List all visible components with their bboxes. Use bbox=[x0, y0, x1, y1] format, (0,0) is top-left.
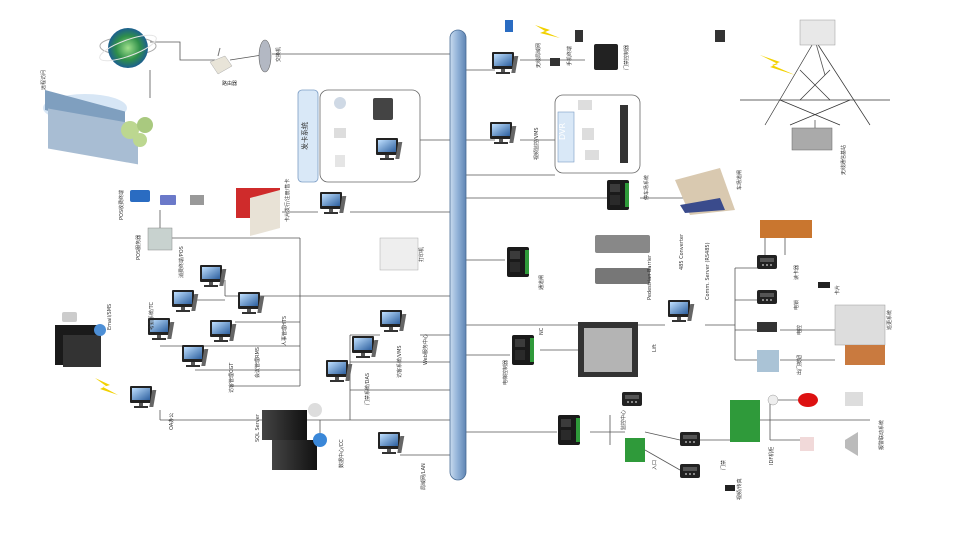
label-lan: 局域网/LAN bbox=[421, 463, 427, 490]
network-bus bbox=[449, 29, 467, 481]
label-video-sys: 视频监控/VMS bbox=[534, 127, 540, 160]
pos-terminal-icon bbox=[130, 190, 150, 202]
label-sql: SQL Server bbox=[255, 414, 261, 442]
globe-icon bbox=[99, 28, 157, 68]
label-oa: OA办公 bbox=[169, 412, 175, 430]
label-pos-terminal: POS收费终端 bbox=[119, 189, 125, 220]
label-lock: 电锁 bbox=[794, 299, 800, 310]
label-router: 路由器 bbox=[222, 81, 238, 87]
label-ems: Email/SMS bbox=[107, 303, 113, 330]
printer-icon bbox=[379, 237, 419, 271]
label-attendance: 考勤系统/TC bbox=[149, 302, 155, 330]
label-entry: 入口 bbox=[652, 459, 658, 470]
turnstile-icon bbox=[595, 235, 650, 253]
card-printer-icon bbox=[236, 188, 280, 237]
label-printer: 打印机 bbox=[419, 246, 425, 262]
label-dvr: DVR bbox=[558, 122, 567, 140]
label-consume-pos: 消费终端/POS bbox=[179, 246, 185, 278]
fax-icon bbox=[799, 19, 836, 46]
label-access-ctrl: 门禁控制器 bbox=[624, 44, 630, 70]
label-remote: 远程访问 bbox=[41, 69, 47, 90]
label-lift: Lift bbox=[652, 344, 658, 352]
label-pedestrian: Pedestrian Barrier bbox=[647, 254, 653, 300]
label-hts: 人事管理HTS bbox=[282, 316, 288, 346]
label-rs485: 485 Converter bbox=[679, 233, 685, 270]
speaker-icon bbox=[845, 432, 858, 456]
label-pos-server: POS服务器 bbox=[136, 234, 142, 260]
label-nc: NC bbox=[539, 327, 545, 335]
label-monitor: 监控中心 bbox=[621, 409, 627, 430]
label-wlan: 无线局域网 bbox=[536, 42, 542, 68]
label-front-system: 发卡系统 bbox=[301, 122, 309, 150]
label-electric: 电控 bbox=[797, 324, 803, 335]
mobile-phone-icon bbox=[715, 30, 725, 42]
city-buildings-icon bbox=[43, 90, 153, 165]
router-icon bbox=[209, 47, 233, 75]
label-data-center: 数据中心/CC bbox=[339, 439, 345, 468]
label-turnstile: 通道闸 bbox=[539, 274, 545, 290]
label-tower: 无线通信基站 bbox=[841, 144, 847, 175]
label-web: Web服务中心 bbox=[423, 334, 429, 365]
card-printer-right-icon bbox=[834, 304, 886, 346]
label-parking: 停车场系统 bbox=[644, 174, 650, 200]
label-cgt: 访客管理CGT bbox=[229, 362, 235, 393]
label-patrol: 巡更系统 bbox=[887, 309, 893, 330]
sql-server-icon bbox=[262, 403, 327, 470]
label-switch: 交换机 bbox=[276, 46, 282, 62]
label-alarm: 报警联动系统 bbox=[879, 419, 885, 450]
pos-server-icon bbox=[147, 227, 173, 251]
connector-lines bbox=[149, 39, 870, 471]
lightning-icon bbox=[95, 378, 118, 395]
email-server-icon bbox=[55, 312, 106, 367]
alarm-icon bbox=[798, 393, 818, 407]
label-card-dist: 卡片发行/注册/售卡 bbox=[285, 178, 291, 222]
label-vms: 访客系统/VMS bbox=[397, 345, 403, 378]
label-reader: 读卡器 bbox=[794, 264, 800, 280]
label-door: 门禁 bbox=[721, 459, 727, 470]
door-icon bbox=[760, 220, 812, 238]
label-video-fax: 视频/传真 bbox=[737, 478, 743, 500]
label-parking-gate: 车场道闸 bbox=[737, 169, 743, 190]
label-rms: 会议管理RMS bbox=[255, 347, 261, 378]
label-phone: 手机终端 bbox=[567, 45, 573, 66]
access-controller-icon bbox=[607, 180, 629, 210]
label-das: 门禁系统/DAS bbox=[365, 372, 371, 405]
pc-icon bbox=[200, 265, 227, 287]
label-exit: 出门按钮 bbox=[797, 354, 803, 375]
idf-icon bbox=[730, 400, 760, 442]
label-comm-server: Comm. Server (RS485) bbox=[705, 242, 711, 300]
label-elevator: 电梯控制器 bbox=[503, 359, 509, 385]
tower-icon bbox=[740, 39, 890, 126]
switch-icon bbox=[258, 39, 272, 73]
label-idf: IDF机柜 bbox=[769, 446, 775, 465]
dvr-group bbox=[554, 94, 641, 174]
label-card: 卡片 bbox=[835, 284, 841, 295]
